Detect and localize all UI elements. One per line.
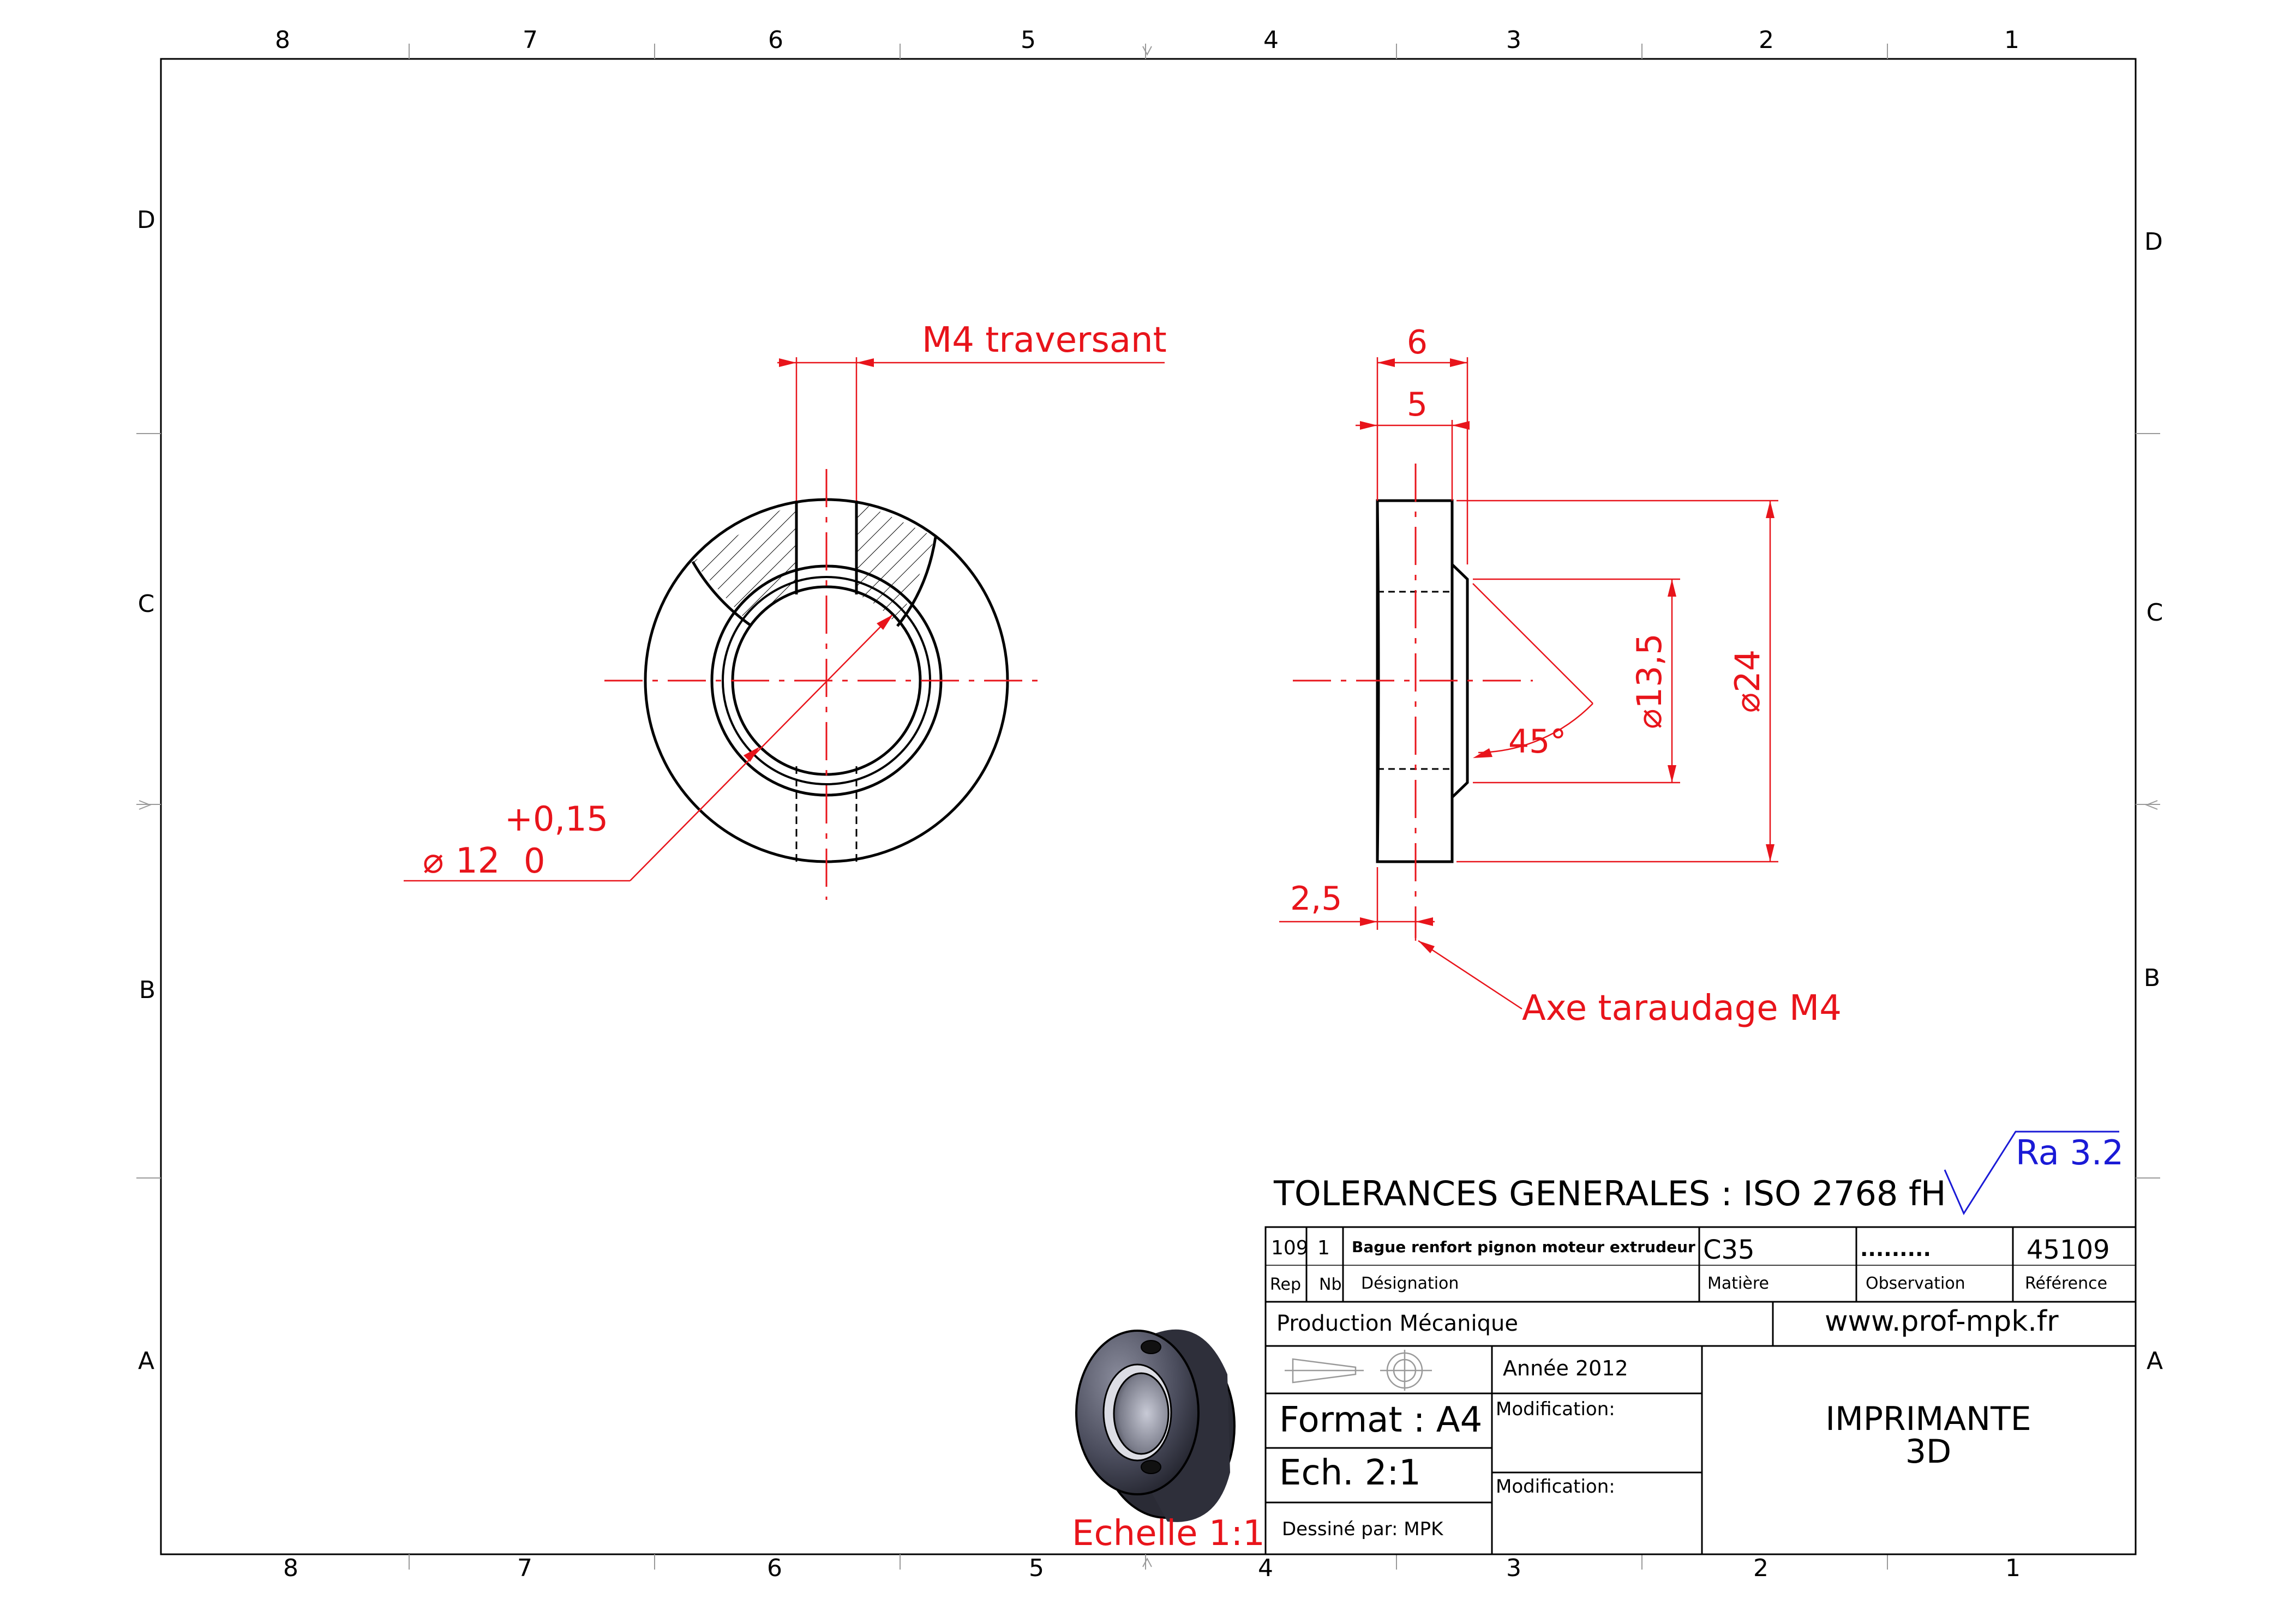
diameter-symbol: ⌀: [423, 841, 444, 881]
diameter-value: 12: [455, 841, 500, 881]
col-label-bottom: 3: [1506, 1554, 1521, 1582]
designation-value: Bague renfort pignon moteur extrudeur: [1352, 1238, 1695, 1256]
tolerance-lower: 0: [524, 841, 545, 881]
sheet-border: 8 7 6 5 4 3 2 1 8 7 6 5 4 3 2 1 D C B A …: [136, 26, 2163, 1582]
col-label-top: 8: [275, 26, 290, 54]
col-label-bottom: 5: [1029, 1554, 1044, 1582]
col-label-bottom: 4: [1258, 1554, 1273, 1582]
row-label-left: B: [139, 976, 155, 1004]
col-label-top: 2: [1759, 26, 1774, 54]
department: Production Mécanique: [1276, 1311, 1518, 1336]
header-material: Matière: [1707, 1274, 1769, 1293]
row-label-right: B: [2144, 964, 2160, 992]
dim-hub-diameter: ⌀13,5: [1629, 633, 1669, 729]
col-label-top: 1: [2004, 26, 2019, 54]
projection-symbol: [1285, 1350, 1432, 1391]
dim-axis-offset: 2,5: [1290, 880, 1342, 918]
row-label-left: D: [137, 206, 155, 234]
iso-view: Echelle 1:1: [1072, 1329, 1265, 1554]
front-view: M4 traversant +0,15 ⌀ 12 0: [404, 320, 1167, 900]
reference-value: 45109: [2027, 1235, 2110, 1265]
dim-body-width: 5: [1407, 386, 1428, 424]
header-reference: Référence: [2025, 1274, 2107, 1293]
title-block: 109 1 Bague renfort pignon moteur extrud…: [1264, 1226, 2137, 1555]
thread-callout: M4 traversant: [922, 320, 1167, 360]
header-observation: Observation: [1866, 1274, 1965, 1293]
tolerance-upper: +0,15: [505, 799, 608, 839]
format: Format : A4: [1279, 1400, 1482, 1440]
rep-value: 109: [1271, 1237, 1309, 1259]
website: www.prof-mpk.fr: [1825, 1305, 2059, 1338]
material-value: C35: [1703, 1235, 1755, 1265]
modification-2: Modification:: [1496, 1476, 1615, 1498]
col-label-bottom: 2: [1753, 1554, 1769, 1582]
axis-callout: Axe taraudage M4: [1522, 988, 1842, 1029]
col-label-bottom: 8: [283, 1554, 298, 1582]
header-rep: Rep: [1270, 1275, 1301, 1294]
col-label-top: 5: [1021, 26, 1036, 54]
observation-value: .........: [1860, 1237, 1931, 1261]
row-label-right: C: [2147, 599, 2163, 627]
col-label-top: 3: [1506, 26, 1521, 54]
iso-bore: [1113, 1372, 1170, 1455]
header-nb: Nb: [1319, 1275, 1341, 1294]
row-label-left: A: [138, 1347, 154, 1375]
roughness-symbol: Ra 3.2: [1944, 1131, 2124, 1216]
col-label-bottom: 7: [517, 1554, 532, 1582]
col-label-bottom: 1: [2005, 1554, 2021, 1582]
side-view: 6 5 ⌀24 ⌀13,5 45° 2,5 Axe taraudage M4: [1279, 323, 1842, 1029]
drawing-scale: Ech. 2:1: [1279, 1453, 1421, 1493]
col-label-bottom: 6: [767, 1554, 782, 1582]
project-title-line1: IMPRIMANTE: [1825, 1400, 2031, 1438]
dim-chamfer-angle: 45°: [1508, 723, 1566, 761]
year: Année 2012: [1503, 1356, 1628, 1380]
section-hatch-right: [856, 501, 936, 626]
col-label-top: 6: [768, 26, 783, 54]
nb-value: 1: [1317, 1237, 1330, 1259]
header-designation: Désignation: [1361, 1274, 1459, 1293]
col-label-top: 7: [523, 26, 538, 54]
modification-1: Modification:: [1496, 1398, 1615, 1420]
roughness-value: Ra 3.2: [2016, 1133, 2124, 1173]
dim-outer-diameter: ⌀24: [1728, 650, 1767, 713]
row-label-left: C: [138, 590, 155, 618]
drawn-by: Dessiné par: MPK: [1282, 1518, 1444, 1540]
iso-scale-label: Echelle 1:1: [1072, 1513, 1265, 1554]
dim-total-width: 6: [1407, 323, 1428, 362]
project-title-line2: 3D: [1905, 1433, 1951, 1471]
row-label-right: A: [2147, 1347, 2163, 1375]
general-tolerances: TOLERANCES GENERALES : ISO 2768 fH: [1273, 1174, 1946, 1213]
col-label-top: 4: [1263, 26, 1279, 54]
section-hatch-left: [693, 501, 796, 626]
row-label-right: D: [2144, 228, 2163, 256]
